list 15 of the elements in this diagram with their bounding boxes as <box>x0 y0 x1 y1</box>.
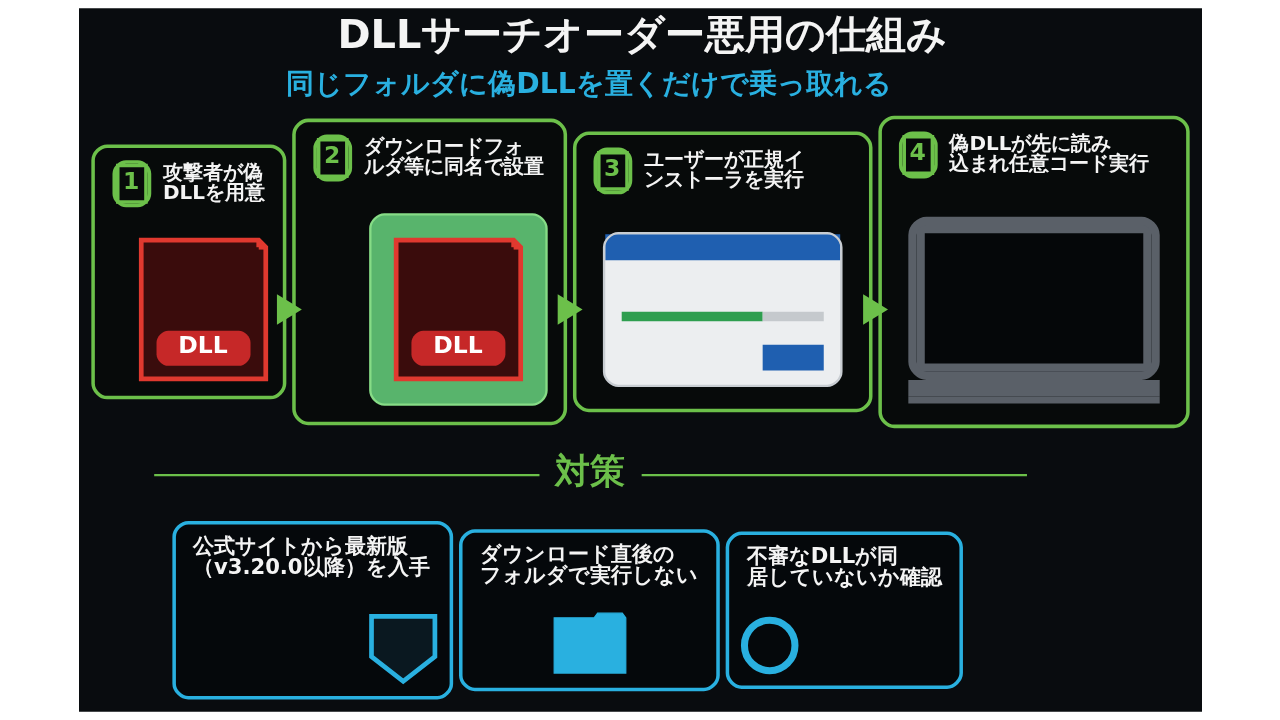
arrow <box>276 294 302 325</box>
node-circle <box>740 616 798 675</box>
cluster: ダウンロード直後のフォルダで実行しない <box>458 529 720 692</box>
node-shield <box>368 614 437 685</box>
diagram-title: DLLサーチオーダー悪用の仕組み <box>336 11 947 58</box>
cluster: 不審なDLLが同居していないか確認 <box>725 531 963 689</box>
label: 対策 <box>554 450 625 492</box>
arrow <box>557 294 583 325</box>
cluster: 公式サイトから最新版（v3.20.0以降）を入手 <box>171 520 453 700</box>
node-folder <box>553 612 626 674</box>
cluster <box>368 213 548 406</box>
label: 同じフォルダに偽DLLを置くだけで乗っ取れる <box>285 66 892 100</box>
cluster: 4 偽DLLが先に読み込まれ任意コード実行 <box>877 115 1190 429</box>
arrow <box>862 294 888 325</box>
cluster: 3 ユーザーが正規インストーラを実行 <box>572 131 872 413</box>
